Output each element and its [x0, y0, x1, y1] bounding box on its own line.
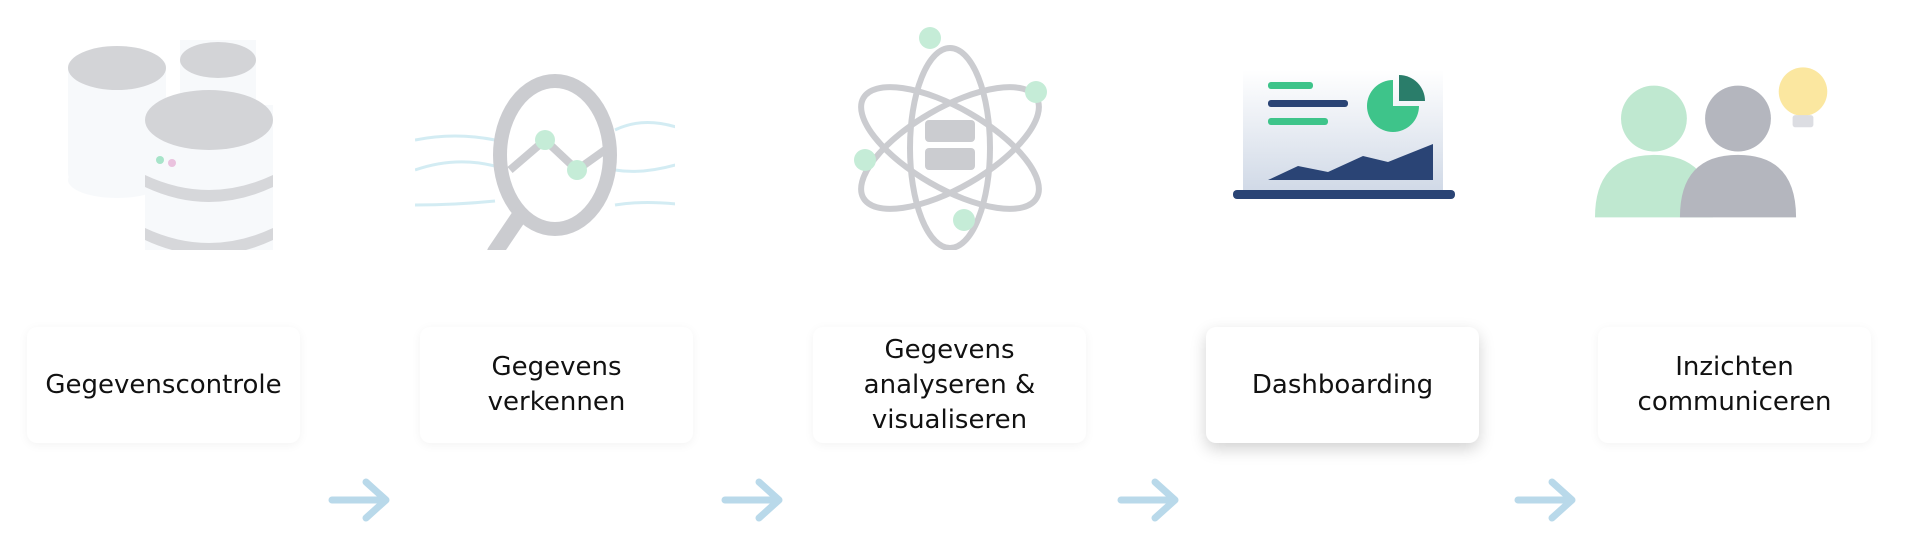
arrow-right-icon	[1117, 478, 1179, 522]
step-card-inzichten-communiceren[interactable]: Inzichten communiceren	[1598, 327, 1871, 443]
database-icon	[68, 40, 273, 250]
step-card-gegevenscontrole[interactable]: Gegevenscontrole	[27, 327, 300, 443]
step-card-gegevens-verkennen[interactable]: Gegevens verkennen	[420, 327, 693, 443]
arrow-right-icon	[721, 478, 783, 522]
atom-data-icon	[854, 27, 1047, 250]
step-label: Inzichten communiceren	[1637, 352, 1832, 417]
people-lightbulb-icon	[1595, 67, 1828, 218]
step-card-dashboarding[interactable]: Dashboarding	[1206, 327, 1479, 443]
dashboard-laptop-icon	[1233, 70, 1455, 199]
arrow-right-icon	[328, 478, 390, 522]
step-label: Gegevens analyseren & visualiseren	[863, 334, 1036, 435]
step-label: Dashboarding	[1251, 369, 1434, 400]
magnifier-chart-icon	[415, 74, 675, 250]
arrow-right-icon	[1514, 478, 1576, 522]
step-card-analyseren-visualiseren[interactable]: Gegevens analyseren & visualiseren	[813, 327, 1086, 443]
step-label: Gegevens verkennen	[487, 352, 626, 417]
step-label: Gegevenscontrole	[45, 369, 282, 400]
